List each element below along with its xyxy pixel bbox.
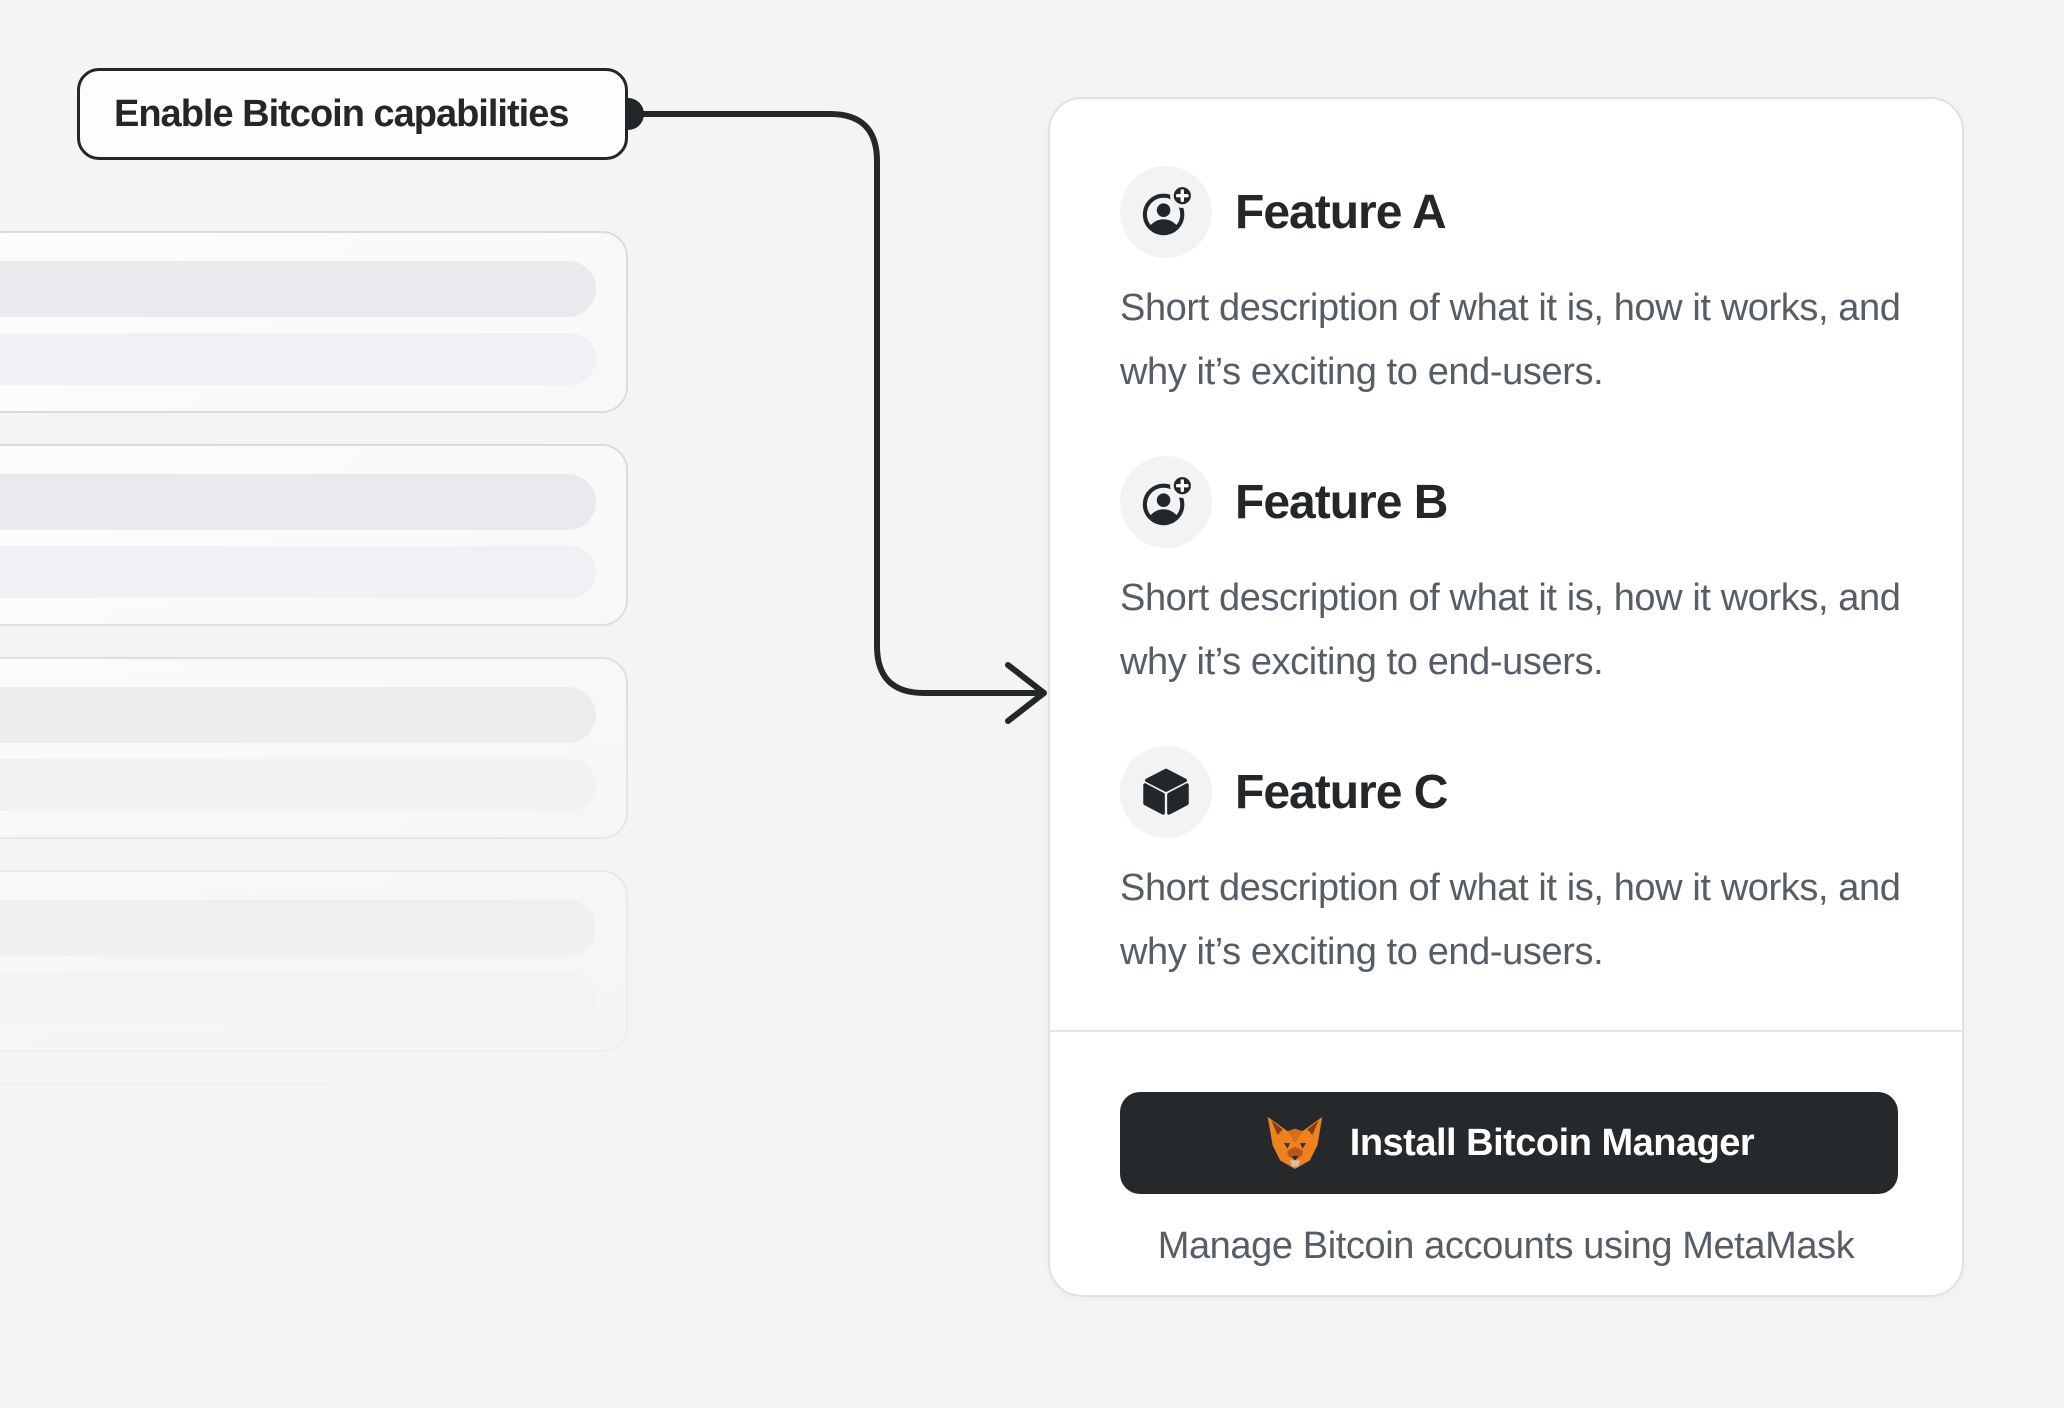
panel-divider	[1050, 1030, 1962, 1032]
feature-title: Feature A	[1235, 185, 1447, 239]
skeleton-card	[0, 231, 628, 413]
feature-row-c: Feature C Short description of what it i…	[1120, 746, 1920, 984]
feature-description: Short description of what it is, how it …	[1120, 577, 1901, 683]
account-add-icon	[1120, 166, 1212, 258]
feature-row-b: Feature B Short description of what it i…	[1120, 456, 1920, 694]
feature-panel-card: Feature A Short description of what it i…	[1048, 97, 1964, 1297]
feature-c-header: Feature C	[1120, 746, 1920, 838]
feature-row-a: Feature A Short description of what it i…	[1120, 166, 1920, 404]
feature-b-header: Feature B	[1120, 456, 1920, 548]
skeleton-line	[0, 474, 596, 530]
feature-description: Short description of what it is, how it …	[1120, 867, 1901, 973]
annotation-label: Enable Bitcoin capabilities	[77, 68, 628, 160]
metamask-fox-logo	[1264, 1114, 1326, 1172]
feature-a-header: Feature A	[1120, 166, 1920, 258]
account-add-icon	[1120, 456, 1212, 548]
cube-icon	[1120, 746, 1212, 838]
skeleton-line	[0, 261, 596, 317]
install-bitcoin-manager-button[interactable]: Install Bitcoin Manager	[1120, 1092, 1898, 1194]
annotation-label-text: Enable Bitcoin capabilities	[114, 92, 569, 135]
skeleton-line	[0, 333, 596, 385]
feature-title: Feature B	[1235, 475, 1448, 529]
panel-caption: Manage Bitcoin accounts using MetaMask	[1157, 1225, 1855, 1267]
install-button-label: Install Bitcoin Manager	[1349, 1121, 1755, 1164]
skeleton-fade-overlay	[0, 560, 760, 1408]
feature-title: Feature C	[1235, 765, 1448, 819]
feature-description: Short description of what it is, how it …	[1120, 287, 1901, 393]
